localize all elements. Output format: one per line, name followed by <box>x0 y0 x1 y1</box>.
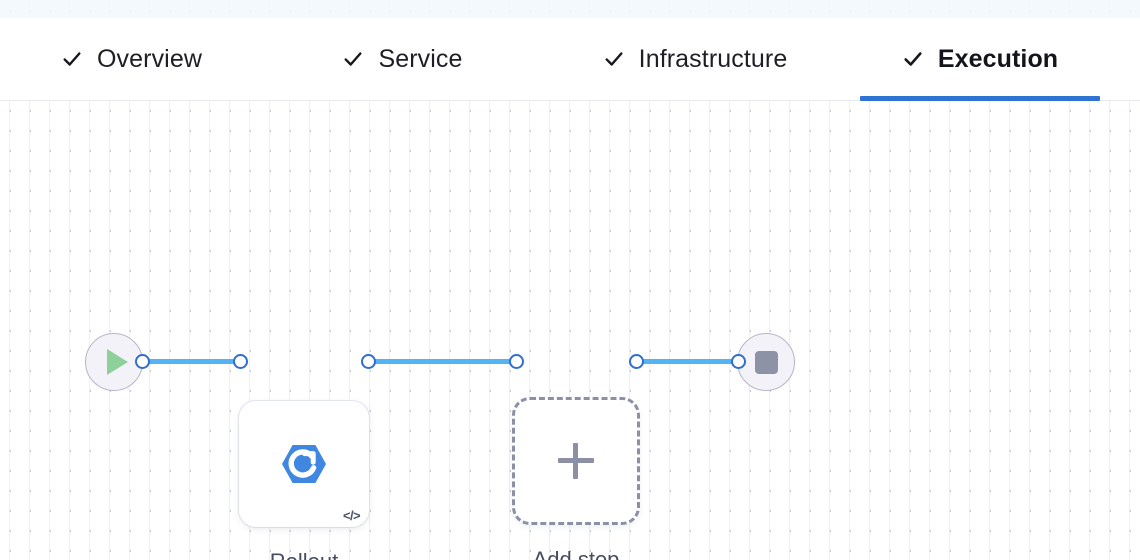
tab-infrastructure[interactable]: Infrastructure <box>560 18 830 100</box>
tab-label: Infrastructure <box>638 44 788 73</box>
end-node[interactable] <box>737 333 795 391</box>
check-icon <box>603 48 625 70</box>
pipeline-tabs: Overview Service Infrastructure Executio… <box>0 18 1140 101</box>
check-icon <box>342 48 364 70</box>
add-step-button[interactable] <box>512 397 640 525</box>
handle-addstep-target[interactable] <box>509 354 524 369</box>
tab-label: Execution <box>937 44 1059 73</box>
handle-step-source[interactable] <box>361 354 376 369</box>
handle-addstep-source[interactable] <box>629 354 644 369</box>
play-icon <box>107 349 128 375</box>
check-icon <box>61 48 83 70</box>
code-icon: </> <box>343 508 361 523</box>
handle-end-target[interactable] <box>731 354 746 369</box>
flow-edges <box>140 359 743 364</box>
execution-flow-canvas[interactable]: </> Rollout Deployment Add step <box>0 101 1140 560</box>
tab-label: Overview <box>97 44 202 73</box>
stop-icon <box>754 350 778 374</box>
tab-service[interactable]: Service <box>310 18 495 100</box>
canvas-top-strip <box>0 0 1140 18</box>
handle-start-source[interactable] <box>135 354 150 369</box>
handle-step-target[interactable] <box>233 354 248 369</box>
tab-overview[interactable]: Overview <box>24 18 239 100</box>
tab-execution[interactable]: Execution <box>860 18 1100 101</box>
step-node-caption: Rollout Deployment <box>179 541 429 560</box>
tab-label: Service <box>378 44 463 73</box>
tab-active-underline <box>860 96 1100 101</box>
add-step-caption: Add step <box>532 547 620 560</box>
check-icon <box>902 48 924 70</box>
rollout-deployment-icon <box>279 439 329 489</box>
step-node-rollout-deployment[interactable]: </> <box>239 401 369 527</box>
plus-icon <box>558 443 594 479</box>
